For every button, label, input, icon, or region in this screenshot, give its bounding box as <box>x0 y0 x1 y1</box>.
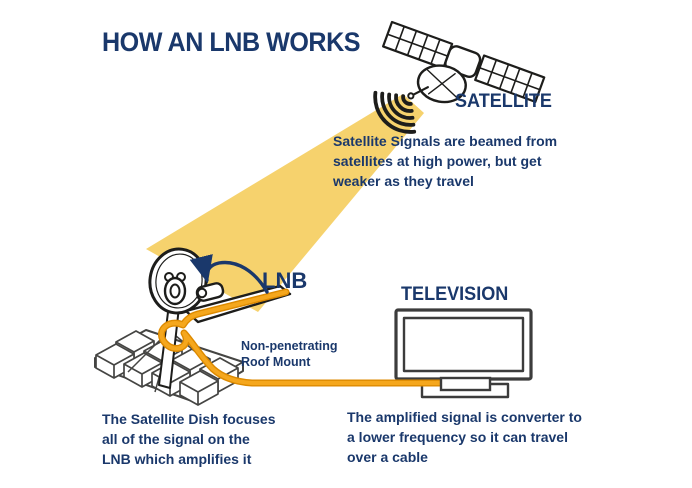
lnb-label: LNB <box>262 268 308 293</box>
dish-caption: The Satellite Dish focuses all of the si… <box>102 411 276 467</box>
signal-beam <box>146 94 424 312</box>
coax-cable <box>158 288 445 387</box>
lnb-pointer-arrow <box>189 254 269 294</box>
satellite-label: SATELLITE <box>455 91 552 112</box>
page-title: HOW AN LNB WORKS <box>102 27 361 57</box>
lnb-unit <box>195 282 225 302</box>
signal-caption: Satellite Signals are beamed from satell… <box>333 133 558 189</box>
television-stand-neck <box>439 376 492 392</box>
television-label: TELEVISION <box>401 284 509 305</box>
roof-mount-label: Non-penetrating Roof Mount <box>241 339 338 369</box>
tv-caption: The amplified signal is converter to a l… <box>347 409 582 465</box>
television-icon <box>394 308 533 399</box>
satellite-icon <box>382 20 546 104</box>
signal-waves-icon <box>373 90 417 134</box>
roof-mount-icon <box>94 295 244 406</box>
